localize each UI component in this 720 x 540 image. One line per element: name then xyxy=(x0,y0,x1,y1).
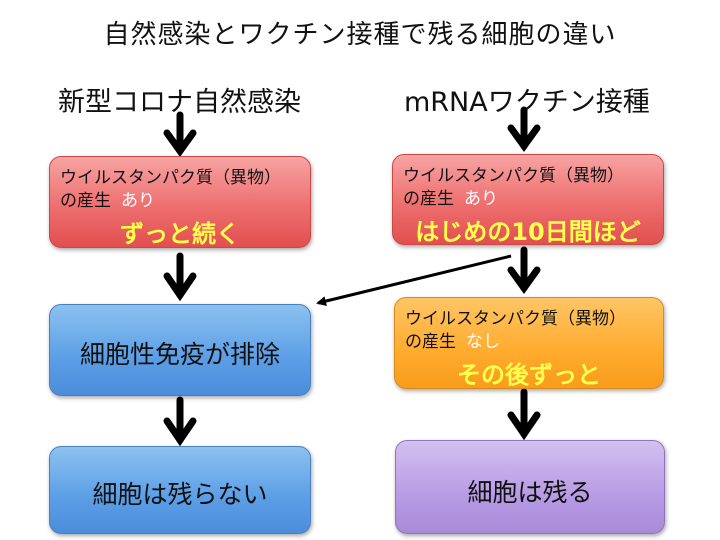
arrow-right-2 xyxy=(507,246,541,294)
diagram-title: 自然感染とワクチン接種で残る細胞の違い xyxy=(103,20,617,50)
left-result-text: 細胞は残らない xyxy=(92,480,268,509)
right-result-text: 細胞は残る xyxy=(467,478,593,507)
right-protein-duration-early: はじめの10日間ほど xyxy=(415,218,641,246)
arrow-left-1 xyxy=(163,111,197,157)
right-production-prefix-early: の産生 xyxy=(403,189,454,209)
left-result-box: 細胞は残らない xyxy=(49,446,311,534)
right-protein-label-later: ウイルスタンパク質（異物） xyxy=(405,309,626,329)
left-protein-label: ウイルスタンパク質（異物） xyxy=(60,168,281,188)
arrow-left-3 xyxy=(163,396,197,447)
arrow-diagonal xyxy=(316,254,512,306)
cellular-immunity-box: 細胞性免疫が排除 xyxy=(49,304,311,396)
right-protein-box-later: ウイルスタンパク質（異物） の産生なし その後ずっと xyxy=(394,297,664,389)
arrow-right-1 xyxy=(507,106,541,152)
right-protein-box-early: ウイルスタンパク質（異物） の産生あり はじめの10日間ほど xyxy=(392,154,664,246)
arrow-right-3 xyxy=(507,388,541,441)
right-protein-label-early: ウイルスタンパク質（異物） xyxy=(403,166,624,186)
right-production-amount-early: あり xyxy=(464,189,498,209)
right-protein-production-early: の産生あり xyxy=(403,184,498,209)
right-production-prefix-later: の産生 xyxy=(405,332,456,352)
cellular-immunity-text: 細胞性免疫が排除 xyxy=(79,340,280,369)
arrow-left-2 xyxy=(163,252,197,302)
right-protein-production-later: の産生なし xyxy=(405,327,500,352)
left-production-prefix: の産生 xyxy=(60,191,111,211)
left-protein-box: ウイルスタンパク質（異物） の産生あり ずっと続く xyxy=(49,156,311,248)
left-protein-production: の産生あり xyxy=(60,186,155,211)
right-production-amount-later: なし xyxy=(466,332,500,352)
left-protein-duration: ずっと続く xyxy=(120,220,240,248)
right-protein-duration-later: その後ずっと xyxy=(457,361,601,389)
left-production-amount: あり xyxy=(121,191,155,211)
right-result-box: 細胞は残る xyxy=(395,440,665,534)
